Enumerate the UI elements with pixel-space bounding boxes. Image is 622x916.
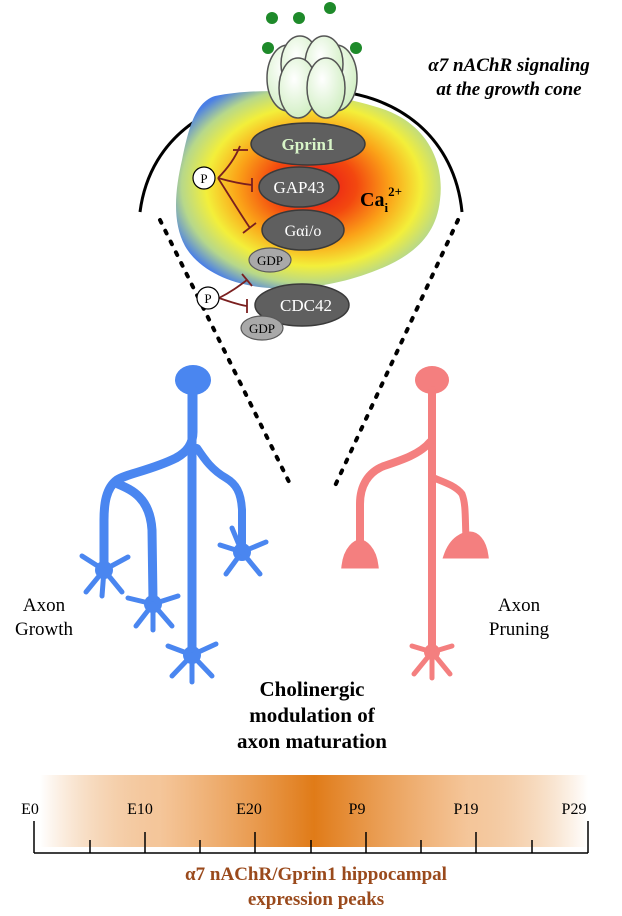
tick-label: E10	[127, 801, 153, 818]
gap43-protein	[258, 166, 340, 208]
galpha-label: Gαi/o	[285, 223, 322, 240]
ligand-dot	[262, 42, 274, 54]
inhibition-marks	[217, 145, 257, 313]
timeline-caption-line2: expression peaks	[248, 889, 384, 910]
dotted-line-left	[158, 218, 294, 490]
growing-neuron	[99, 365, 246, 665]
axon-pruning-line2: Pruning	[488, 619, 550, 640]
gdp-label-1: GDP	[257, 253, 283, 268]
dotted-line-right	[332, 218, 460, 490]
phosphate-label-1: P	[200, 171, 207, 186]
tick-label: P29	[562, 801, 587, 818]
axon-pruning-label: Axon Pruning	[476, 594, 562, 642]
phosphate-circle-2	[196, 286, 220, 310]
cdc42-label: CDC42	[280, 296, 332, 315]
ligand-dot	[324, 2, 336, 14]
gdp-label-2: GDP	[249, 321, 275, 336]
cholinergic-modulation-text: Cholinergic modulation of axon maturatio…	[212, 676, 412, 754]
timeline-caption-line1: α7 nAChR/Gprin1 hippocampal	[185, 864, 447, 885]
title-line2: at the growth cone	[436, 79, 582, 100]
receptor-channel	[266, 35, 358, 119]
axon-growth-label: Axon Growth	[2, 594, 86, 642]
pruning-neuron	[356, 366, 470, 659]
center-text-line3: axon maturation	[237, 729, 387, 753]
gprin1-label: Gprin1	[282, 135, 335, 154]
blue-terminal-stars	[79, 525, 269, 685]
timeline-tick-labels: E0 E10 E20 P9 P19 P29	[21, 801, 586, 818]
phosphate-circle-1	[192, 166, 216, 190]
calcium-label: Cai2+	[360, 184, 402, 215]
tick-label: P9	[349, 801, 366, 818]
gap43-label: GAP43	[273, 178, 324, 197]
red-terminal-bulbs	[341, 531, 489, 681]
axon-growth-line2: Growth	[14, 619, 74, 640]
center-text-line2: modulation of	[249, 703, 375, 727]
cdc42-protein	[254, 283, 350, 327]
ligand-dot	[293, 12, 305, 24]
galpha-protein	[261, 209, 345, 251]
gprin1-protein	[250, 122, 366, 166]
gdp-protein-2	[240, 315, 284, 341]
title-line1: α7 nAChR signaling	[428, 55, 590, 76]
ligand-dot	[350, 42, 362, 54]
ligand-dot	[266, 12, 278, 24]
axon-pruning-line1: Axon	[497, 595, 541, 616]
tick-label: P19	[454, 801, 479, 818]
tick-label: E20	[236, 801, 262, 818]
diagram-title: α7 nAChR signaling at the growth cone	[396, 54, 622, 102]
timeline-ticks	[33, 821, 589, 853]
timeline-gradient-bar	[40, 775, 588, 847]
tick-label: E0	[21, 801, 39, 818]
gdp-protein-1	[248, 247, 292, 273]
center-text-line1: Cholinergic	[259, 677, 365, 701]
axon-growth-line1: Axon	[22, 595, 66, 616]
phosphate-label-2: P	[204, 291, 211, 306]
